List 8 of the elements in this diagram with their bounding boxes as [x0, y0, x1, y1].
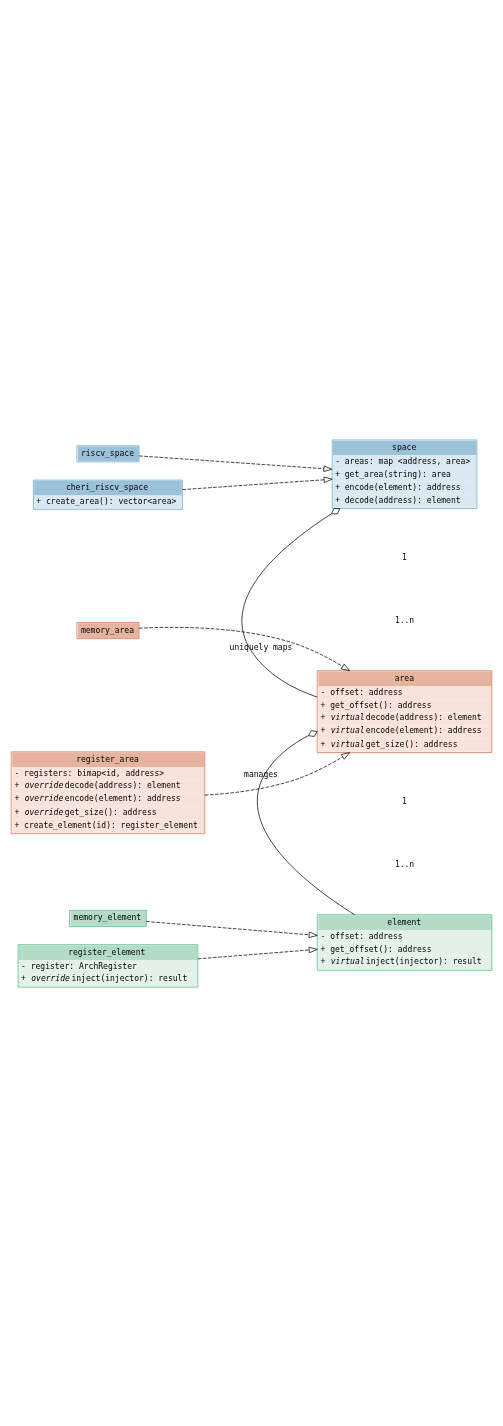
arrow — [182, 476, 333, 490]
arrow — [138, 626, 350, 671]
arrow — [204, 751, 350, 795]
connector — [241, 507, 341, 697]
arrow — [146, 920, 318, 938]
connector — [257, 729, 355, 915]
arrow — [138, 455, 333, 472]
arrow — [197, 946, 318, 959]
